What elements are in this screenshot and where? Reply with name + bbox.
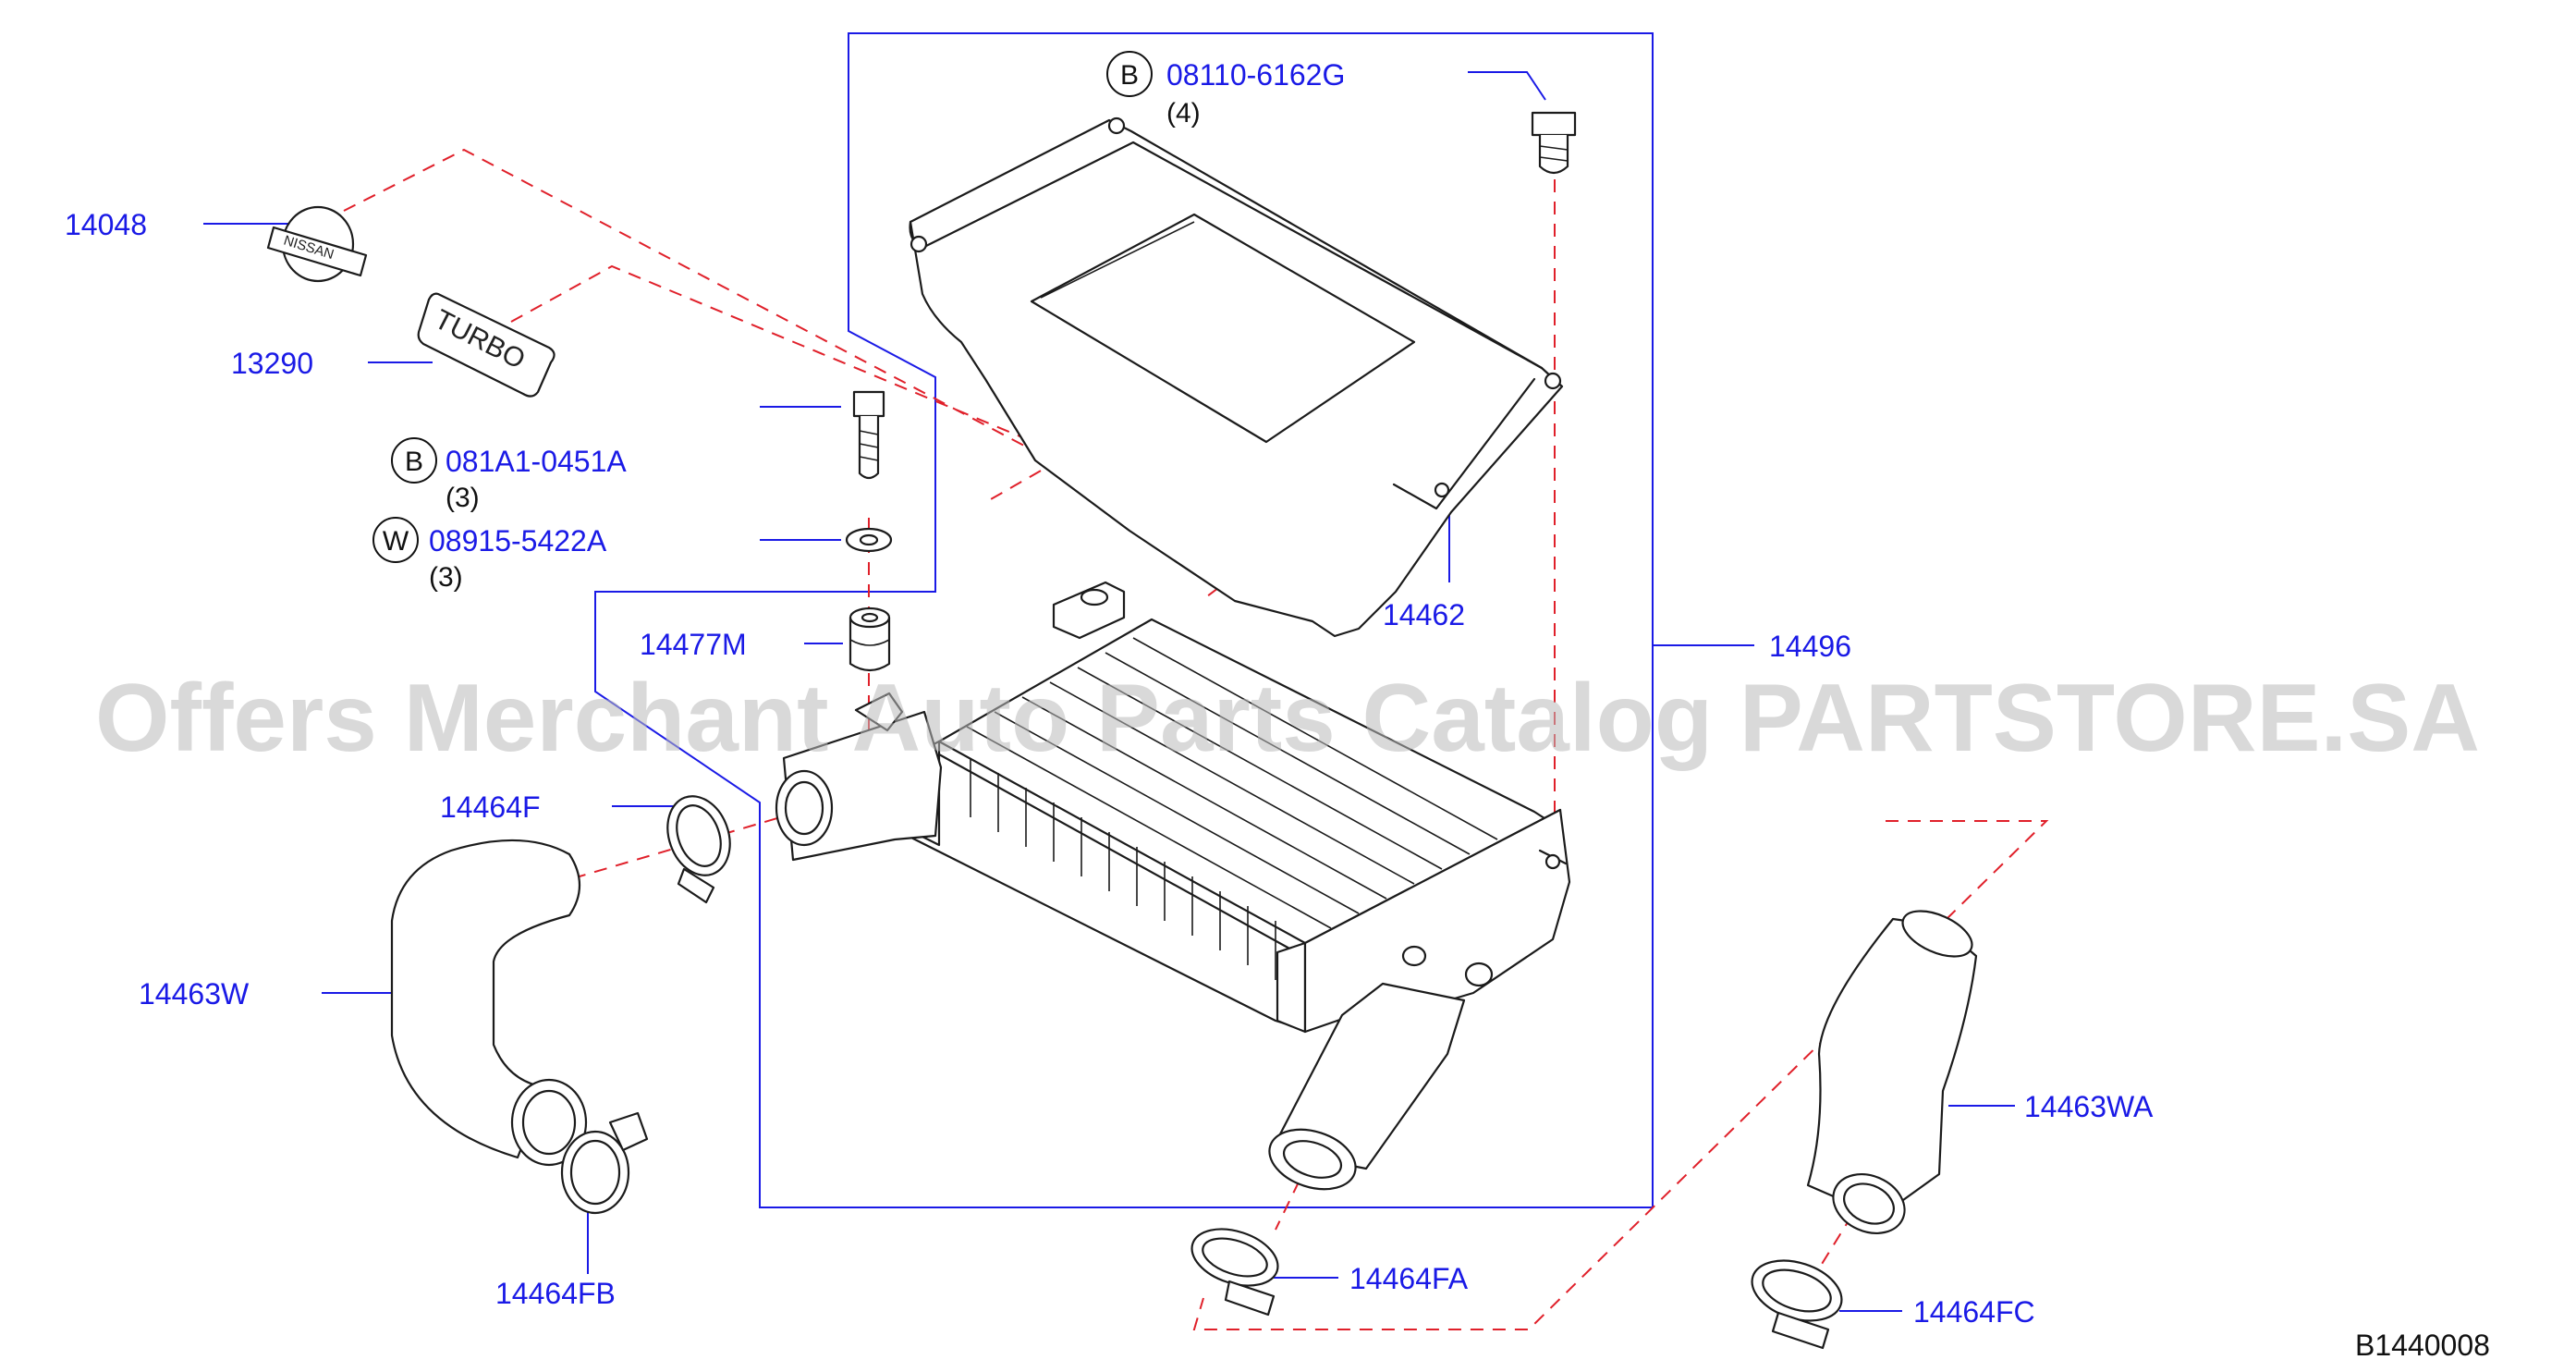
clamp-14464fc	[1751, 1259, 1843, 1350]
bolt-081a1	[852, 390, 885, 480]
assembly-outline	[594, 32, 1654, 1208]
label-14464fc[interactable]: 14464FC	[1913, 1295, 2035, 1329]
clamp-14464fb	[560, 1111, 649, 1215]
dash-emblem-turbo	[510, 264, 1279, 600]
svg-text:W: W	[383, 526, 409, 557]
hose-14463w	[390, 839, 588, 1167]
diagram-code: B1440008	[2355, 1329, 2490, 1362]
label-14462[interactable]: 14462	[1383, 598, 1465, 631]
watermark: Offers Merchant Auto Parts Catalog PARTS…	[95, 665, 2480, 772]
label-13290[interactable]: 13290	[231, 347, 313, 380]
intercooler-core	[775, 581, 1571, 1191]
washer-08915	[845, 527, 893, 553]
svg-text:B: B	[405, 447, 423, 477]
dash-right-group	[1192, 820, 2049, 1330]
label-14464fa[interactable]: 14464FA	[1349, 1262, 1469, 1295]
clamp-14464fa	[1190, 1228, 1279, 1317]
bolt-08110	[1531, 111, 1577, 175]
label-14048[interactable]: 14048	[65, 208, 147, 241]
leader-lines	[203, 71, 2015, 1312]
qty-081a1-0451a: (3)	[446, 483, 480, 513]
svg-text:B: B	[1120, 60, 1139, 91]
dash-emblem-nissan	[343, 148, 1058, 500]
qty-08110-6162g: (4)	[1166, 98, 1201, 129]
label-14463w[interactable]: 14463W	[139, 977, 250, 1011]
mount-14477m	[848, 606, 891, 672]
intercooler-cover	[909, 116, 1564, 638]
hose-14463wa	[1806, 910, 1978, 1234]
label-14464f[interactable]: 14464F	[440, 790, 541, 824]
badge-w-08915: W	[372, 517, 419, 563]
label-14463wa[interactable]: 14463WA	[2024, 1090, 2154, 1123]
label-081a1-0451a[interactable]: 081A1-0451A	[446, 445, 627, 478]
badge-b-08110: B	[1106, 51, 1153, 97]
label-08915-5422a[interactable]: 08915-5422A	[429, 524, 607, 557]
label-14464fb[interactable]: 14464FB	[495, 1277, 616, 1310]
nissan-emblem: NISSAN	[266, 205, 368, 283]
label-14496[interactable]: 14496	[1769, 630, 1851, 663]
label-14477m[interactable]: 14477M	[640, 628, 747, 661]
label-08110-6162g[interactable]: 08110-6162G	[1166, 58, 1345, 92]
clamp-14464f	[666, 795, 731, 904]
badge-b-081a1: B	[391, 437, 437, 484]
qty-08915-5422a: (3)	[429, 562, 463, 593]
